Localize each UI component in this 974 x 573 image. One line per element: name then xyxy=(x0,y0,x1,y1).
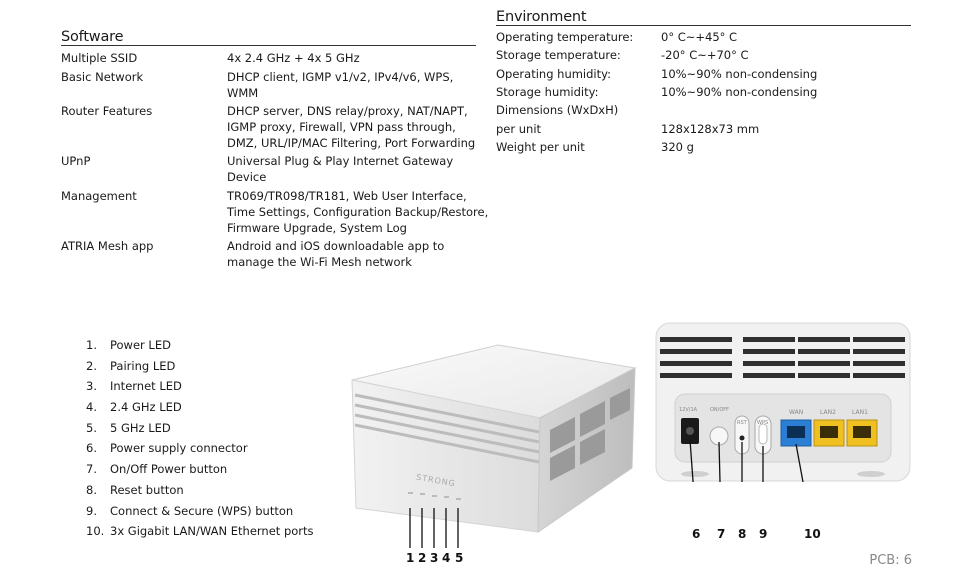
software-row-value: TR069/TR098/TR181, Web User Interface, Ti… xyxy=(227,188,488,236)
label-rst: RST xyxy=(737,420,747,426)
environment-row-value: 10%~90% non-condensing xyxy=(661,66,818,81)
page-code: PCB: 6 xyxy=(869,553,912,568)
environment-row-value: 128x128x73 mm xyxy=(661,121,760,136)
environment-row-value: -20° C~+70° C xyxy=(661,48,749,63)
software-row-value: DHCP client, IGMP v1/v2, IPv4/v6, WPS, WM… xyxy=(227,69,453,101)
feature-list: 1. Power LED 2. Pairing LED 3. Internet LED 4.… xyxy=(86,335,314,542)
environment-row-value: 320 g xyxy=(661,139,694,154)
label-wps: WPS xyxy=(757,420,769,426)
label-power: 12V/1A xyxy=(679,407,698,413)
software-row-value-line: manage the Wi-Fi Mesh network xyxy=(227,255,412,269)
feature-number: 6. xyxy=(86,441,97,456)
label-wan: WAN xyxy=(789,409,804,416)
software-row-label: Router Features xyxy=(61,104,153,118)
software-row-value-line: IGMP proxy, Firewall, VPN pass through, xyxy=(227,120,456,134)
led-callout-number: 4 xyxy=(442,551,451,565)
environment-row-label: Storage temperature: xyxy=(496,48,621,63)
feature-number: 3. xyxy=(86,379,97,394)
router-front-image xyxy=(351,344,637,548)
feature-list-item: 7. On/Off Power button xyxy=(86,459,314,480)
feature-number: 5. xyxy=(86,420,97,435)
feature-label: Internet LED xyxy=(110,379,182,394)
software-row-label: Multiple SSID xyxy=(61,51,138,65)
feature-label: Pairing LED xyxy=(110,358,176,373)
feature-list-item: 10. 3x Gigabit LAN/WAN Ethernet ports xyxy=(86,521,314,542)
feature-number: 2. xyxy=(86,358,97,373)
feature-list-item: 9. Connect & Secure (WPS) button xyxy=(86,501,314,522)
port-callout-number: 8 xyxy=(738,527,747,541)
software-row-value: 4x 2.4 GHz + 4x 5 GHz xyxy=(227,50,360,66)
feature-list-item: 4. 2.4 GHz LED xyxy=(86,397,314,418)
feature-label: Connect & Secure (WPS) button xyxy=(110,503,294,518)
environment-row-label: Weight per unit xyxy=(496,139,585,154)
environment-row-value: 10%~90% non-condensing xyxy=(661,84,818,99)
feature-number: 1. xyxy=(86,338,97,352)
software-row-value-line: DHCP server, DNS relay/proxy, NAT/NAPT, xyxy=(227,104,468,118)
feature-label: Power LED xyxy=(110,338,171,352)
environment-row-label: Dimensions (WxDxH) xyxy=(496,103,619,118)
environment-row-label: Operating humidity: xyxy=(496,66,611,81)
port-callout-number: 10 xyxy=(804,527,821,541)
port-callout-number: 7 xyxy=(717,527,726,541)
feature-number: 7. xyxy=(86,462,97,477)
port-callout-number: 9 xyxy=(759,527,768,541)
software-title: Software xyxy=(61,29,476,46)
feature-list-item: 3. Internet LED xyxy=(86,376,314,397)
software-row-value-line: WMM xyxy=(227,86,259,100)
software-row-value-line: Time Settings, Configuration Backup/Rest… xyxy=(227,205,489,219)
feature-number: 10. xyxy=(86,524,105,539)
software-row-label: UPnP xyxy=(61,154,91,168)
feature-label: Reset button xyxy=(110,482,184,497)
feature-label: Power supply connector xyxy=(110,441,248,456)
feature-list-item: 1. Power LED xyxy=(86,335,314,356)
software-row-value-line: Android and iOS downloadable app to xyxy=(227,239,445,253)
feature-label: 3x Gigabit LAN/WAN Ethernet ports xyxy=(110,524,314,539)
feature-label: On/Off Power button xyxy=(110,462,228,477)
label-lan1: LAN1 xyxy=(852,409,868,416)
environment-row-label: Storage humidity: xyxy=(496,84,599,99)
feature-label: 2.4 GHz LED xyxy=(110,400,182,415)
software-row-label: Basic Network xyxy=(61,70,144,84)
software-row-value-line: Firmware Upgrade, System Log xyxy=(227,221,407,235)
software-row-value-line: Device xyxy=(227,170,267,184)
software-row-value-line: 4x 2.4 GHz + 4x 5 GHz xyxy=(227,51,360,65)
software-row-value-line: DMZ, URL/IP/MAC Filtering, Port Forwardi… xyxy=(227,136,476,150)
environment-row-value: 0° C~+45° C xyxy=(661,30,738,44)
port-callout-number: 6 xyxy=(692,527,701,541)
led-callout-number: 3 xyxy=(430,551,439,565)
software-row-value-line: Universal Plug & Play Internet Gateway xyxy=(227,154,454,168)
environment-title: Environment xyxy=(496,9,911,26)
software-row-value-line: DHCP client, IGMP v1/v2, IPv4/v6, WPS, xyxy=(227,70,454,84)
feature-number: 8. xyxy=(86,482,97,497)
environment-row-label: per unit xyxy=(496,121,542,136)
feature-list-item: 6. Power supply connector xyxy=(86,438,314,459)
feature-list-item: 2. Pairing LED xyxy=(86,356,314,377)
led-callout-number: 2 xyxy=(418,551,427,565)
router-back-image xyxy=(655,322,911,482)
label-onoff: ON/OFF xyxy=(710,407,730,413)
label-lan2: LAN2 xyxy=(820,409,836,416)
feature-number: 9. xyxy=(86,503,97,518)
environment-row-label: Operating temperature: xyxy=(496,30,634,44)
software-row-label: Management xyxy=(61,189,137,203)
software-row-label: ATRIA Mesh app xyxy=(61,239,154,253)
software-row-value-line: TR069/TR098/TR181, Web User Interface, xyxy=(227,189,467,203)
led-callout-number: 1 xyxy=(406,551,415,565)
feature-label: 5 GHz LED xyxy=(110,420,171,435)
feature-list-item: 5. 5 GHz LED xyxy=(86,418,314,439)
feature-list-item: 8. Reset button xyxy=(86,480,314,501)
software-row-value: Android and iOS downloadable app to manag… xyxy=(227,238,444,270)
feature-number: 4. xyxy=(86,400,97,415)
led-callout-number: 5 xyxy=(455,551,464,565)
software-row-value: DHCP server, DNS relay/proxy, NAT/NAPT, I… xyxy=(227,103,475,151)
